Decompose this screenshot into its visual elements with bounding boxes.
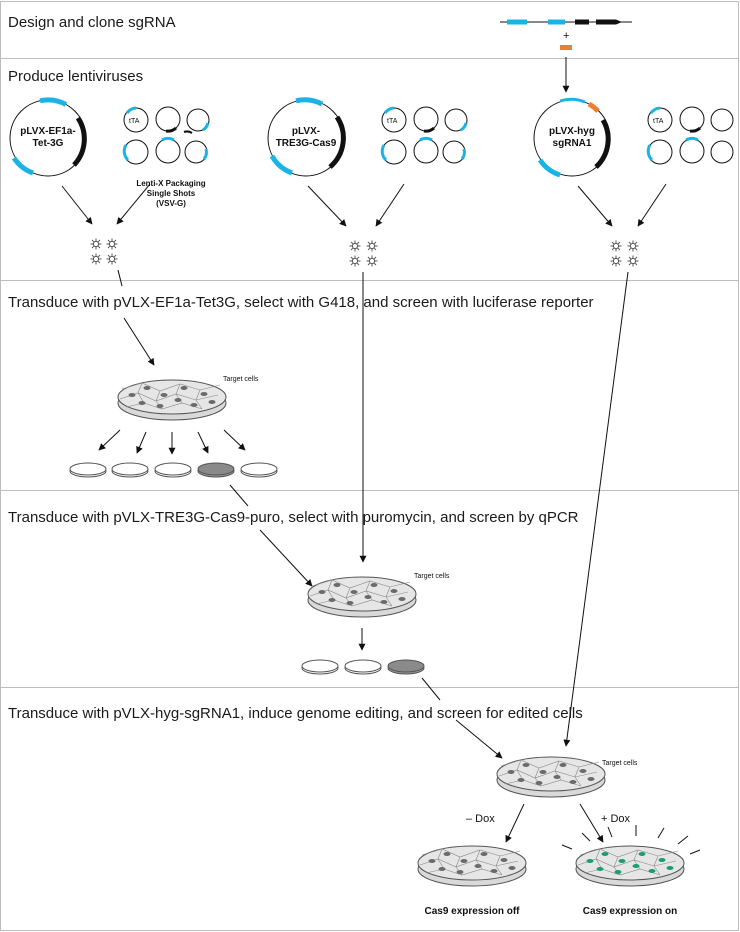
- packaging-plasmids-3: tTA: [646, 106, 734, 165]
- outcome-on-label: Cas9 expression on: [583, 906, 677, 917]
- plasmid-1-label-line1: pLVX-EF1a-: [20, 126, 75, 137]
- target-cells-dish-2: [307, 576, 417, 618]
- packaging-label-line3: (VSV-G): [156, 199, 186, 208]
- plasmid-1-label-line2: Tet-3G: [33, 138, 64, 149]
- packaging-tag-2: tTA: [387, 118, 398, 125]
- packaging-tag-1: tTA: [129, 118, 140, 125]
- outcome-off-label: Cas9 expression off: [424, 906, 520, 917]
- selected-clone-dish-1: [197, 462, 235, 476]
- target-cells-label-3: Target cells: [602, 760, 638, 767]
- target-cells-label-1: Target cells: [223, 376, 259, 383]
- minus-dox-label: – Dox: [466, 813, 495, 825]
- arrows-to-outcomes: [505, 803, 604, 843]
- packaging-label: Lenti-X Packaging Single Shots (VSV-G): [136, 179, 205, 208]
- packaging-label-line1: Lenti-X Packaging: [136, 179, 205, 188]
- exon-black-arrow: [596, 19, 622, 25]
- step-title-transduce-2: Transduce with pVLX-TRE3G-Cas9-puro, sel…: [8, 509, 579, 526]
- arrows-to-viruses: [61, 183, 667, 227]
- packaging-label-line2: Single Shots: [147, 189, 196, 198]
- target-cells-dish-3: [496, 756, 606, 798]
- target-cells-dish-1: [117, 379, 227, 421]
- plasmid-3-label-line2: sgRNA1: [553, 138, 592, 149]
- virus-cluster-3: [610, 240, 639, 267]
- step-title-design: Design and clone sgRNA: [8, 14, 176, 31]
- step-title-produce: Produce lentiviruses: [8, 68, 144, 85]
- packaging-plasmids-1: tTA: [122, 106, 210, 165]
- step-title-transduce-3: Transduce with pVLX-hyg-sgRNA1, induce g…: [8, 705, 583, 722]
- plasmid-ef1a-tet3g: pLVX-EF1a- Tet-3G: [9, 97, 87, 177]
- glow-rays: [561, 825, 701, 855]
- plasmid-tre3g-cas9: pLVX- TRE3G-Cas9: [267, 97, 346, 177]
- sgrna-insert: [560, 45, 572, 50]
- panel-transduce-sgrna: [0, 687, 739, 931]
- connector-lines: [117, 269, 629, 759]
- target-cells-label-2: Target cells: [414, 573, 450, 580]
- plasmid-hyg-sgrna1: pLVX-hyg sgRNA1: [533, 97, 611, 178]
- dish-cas9-on: [561, 825, 701, 887]
- arrows-to-clones-1: [98, 429, 246, 455]
- step-title-transduce-1: Transduce with pVLX-EF1a-Tet3G, select w…: [8, 294, 594, 311]
- gene-schematic: +: [500, 19, 632, 93]
- plasmid-2-label-line1: pLVX-: [292, 126, 320, 137]
- virus-cluster-1: [90, 238, 118, 265]
- selected-clone-dish-2: [387, 659, 425, 673]
- packaging-tag-3: tTA: [653, 118, 664, 125]
- dish-cas9-off: [417, 845, 527, 887]
- exon-black-1: [575, 19, 589, 25]
- clone-dishes-1: [69, 462, 278, 478]
- plus-dox-label: + Dox: [601, 813, 631, 825]
- virus-cluster-2: [349, 240, 378, 267]
- packaging-plasmids-2: tTA: [380, 106, 468, 165]
- plasmid-3-label-line1: pLVX-hyg: [549, 126, 595, 137]
- exon-blue-1: [507, 19, 527, 25]
- exon-blue-2: [548, 19, 565, 25]
- plasmid-2-label-line2: TRE3G-Cas9: [276, 138, 337, 149]
- clone-dishes-2: [301, 659, 425, 675]
- plus-sign: +: [563, 30, 569, 42]
